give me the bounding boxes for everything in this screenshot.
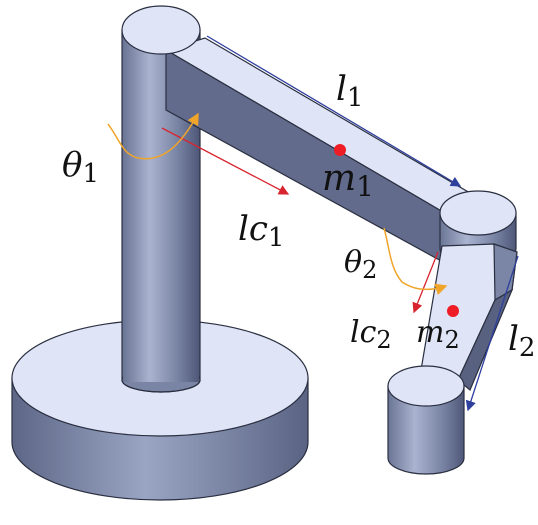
lc1-arrow (161, 127, 290, 195)
l2-label: l2 (508, 319, 535, 363)
link-1 (164, 37, 484, 264)
l1-arrow (206, 35, 462, 187)
vertical-column (121, 29, 201, 393)
m1-label: m1 (322, 158, 374, 203)
l2-arrow (465, 255, 519, 412)
column-top-cap (121, 5, 201, 55)
theta2-arrow (383, 227, 448, 296)
end-cylinder (387, 365, 465, 475)
l1-label: l1 (336, 69, 363, 113)
theta2-label: θ2 (344, 245, 377, 284)
lc2-label: lc2 (350, 315, 392, 354)
m1-dot (334, 144, 346, 156)
lc1-label: lc1 (238, 209, 284, 253)
m2-label: m2 (416, 315, 460, 354)
m2-dot (447, 305, 459, 317)
theta1-arrow (107, 112, 199, 160)
lc2-arrow (412, 251, 439, 314)
theta1-label: θ1 (62, 145, 99, 189)
